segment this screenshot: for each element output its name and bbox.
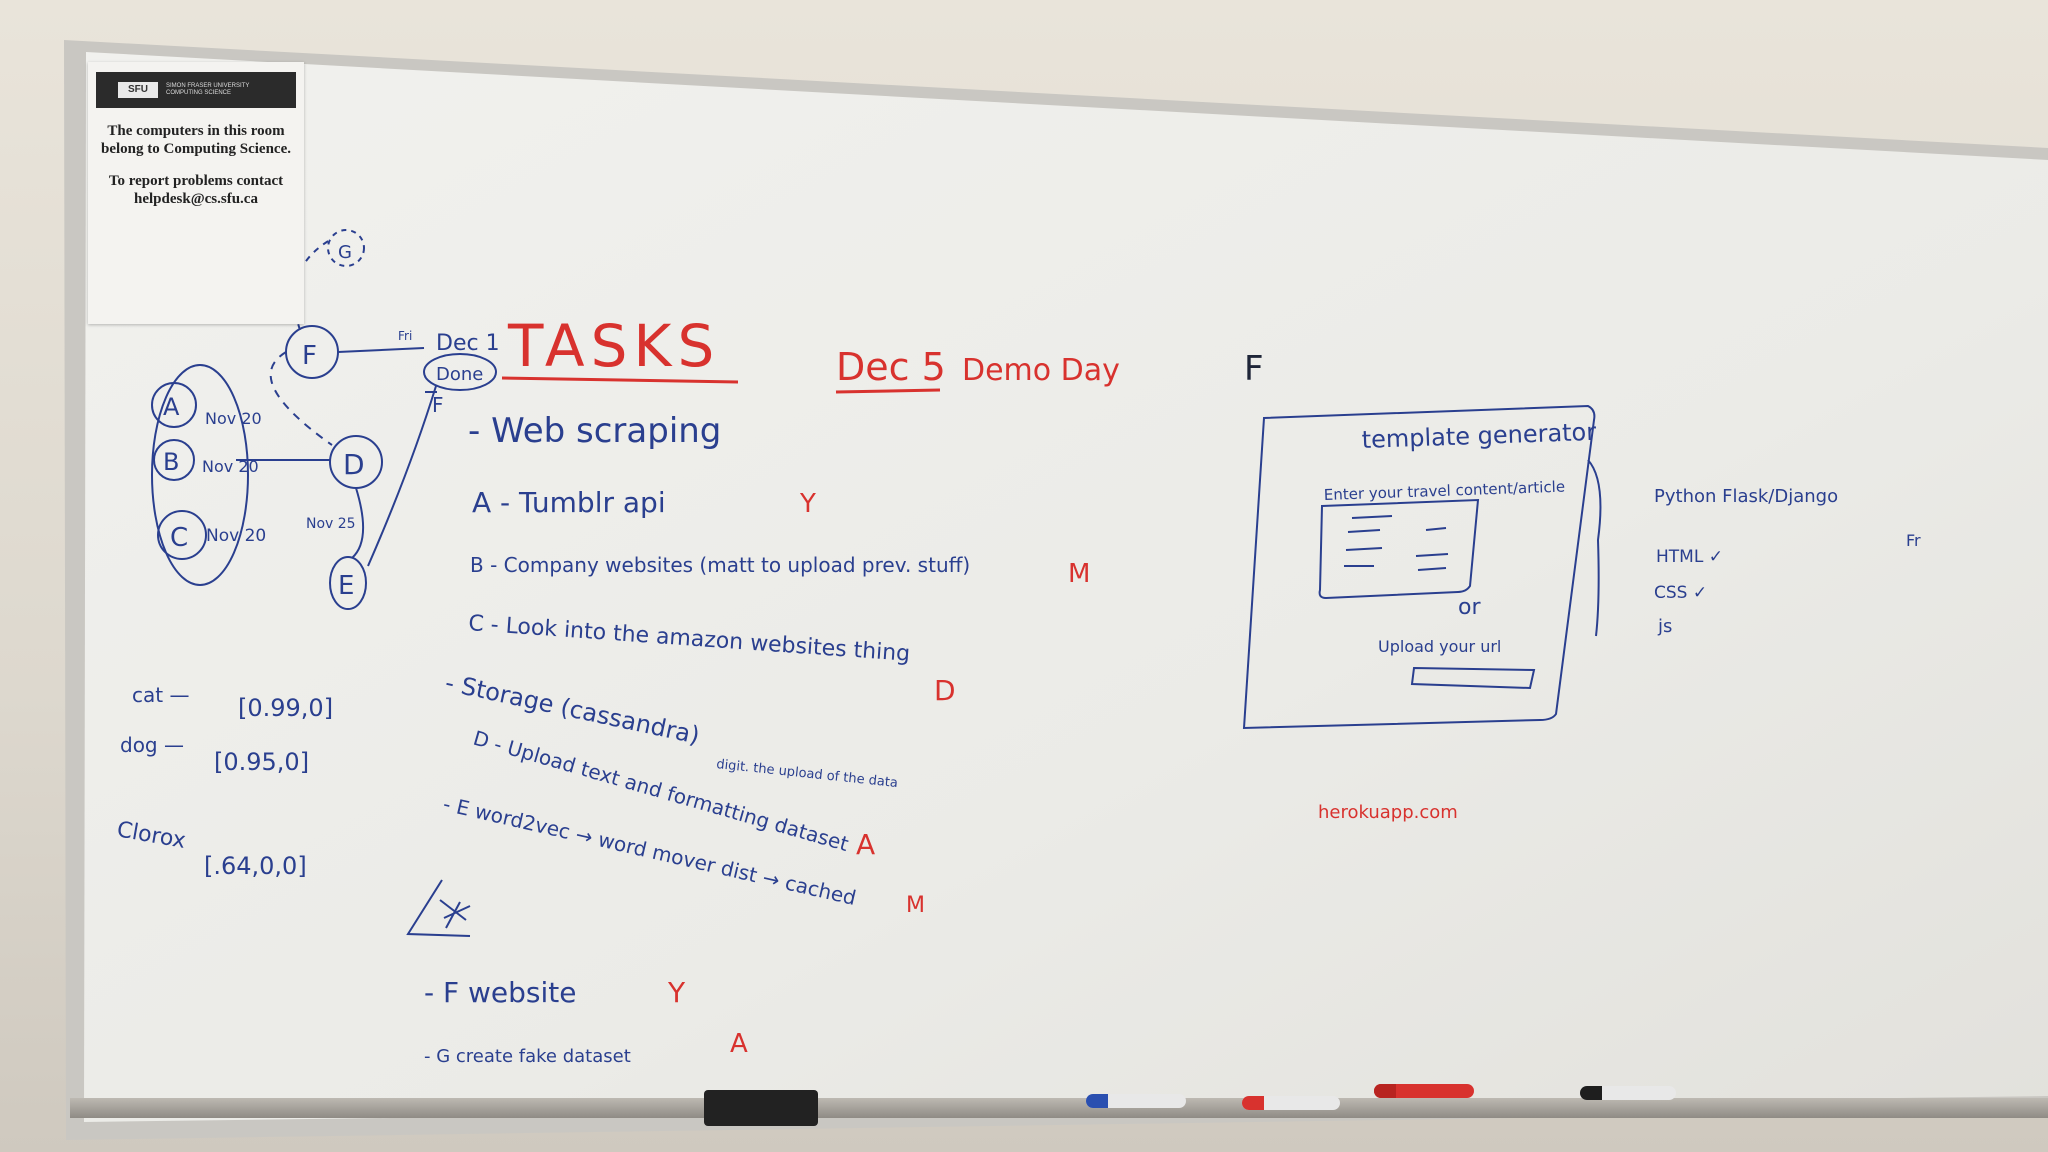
task-e-assignee: M [906,893,925,918]
sfu-logo: SFU SIMON FRASER UNIVERSITY COMPUTING SC… [96,72,296,108]
node-b [153,439,195,481]
blue-marker[interactable] [1086,1094,1186,1108]
done-date: Dec 1 [436,331,500,356]
notice-line-2: To report problems contact helpdesk@cs.s… [108,173,284,207]
notice-line-1: The computers in this room belong to Com… [100,123,291,157]
tasks-heading: TASKS [507,312,720,380]
red-marker-2[interactable] [1374,1084,1474,1098]
node-f-label: F [302,341,317,371]
node-done [423,353,497,391]
node-a-label: A [163,393,180,421]
tech-stack: Python Flask/Django HTML ✓ CSS ✓ js Fr [1654,486,1921,637]
edge-f-done [337,347,425,353]
tasks-underline [501,376,739,384]
vec-dog-value: [0.95,0] [214,748,309,776]
stack-backend: Python Flask/Django [1654,486,1838,507]
task-f: - F website [424,976,576,1009]
red-marker-1[interactable] [1242,1096,1340,1110]
date-b: Nov 20 [202,457,259,476]
vec-cat-label: cat — [132,683,189,707]
demo-label: Demo Day [962,353,1120,388]
vec-dog-label: dog — [120,733,184,757]
task-b-assignee: M [1068,559,1090,589]
task-g: - G create fake dataset [424,1046,631,1067]
stack-css: CSS ✓ [1654,583,1707,603]
node-g [327,229,365,267]
node-b-label: B [163,448,179,476]
node-e [329,556,367,610]
task-c-assignee: D [934,674,956,707]
marker-tray [70,1098,2048,1118]
task-f-assignee: Y [667,976,686,1009]
mockup-textarea [1318,498,1480,600]
task-web-scraping: - Web scraping [468,411,721,451]
heroku-note: herokuapp.com [1318,802,1458,823]
sfu-logo-mark: SFU [118,82,158,98]
node-c [157,510,207,560]
demo-date: Dec 5 [836,345,946,389]
task-g-assignee: A [730,1029,748,1059]
edge-d-e [351,487,365,559]
helpdesk-notice: SFU SIMON FRASER UNIVERSITY COMPUTING SC… [88,62,304,324]
similarity-vectors: cat — [0.99,0] dog — [0.95,0] Clorox [.6… [115,683,333,880]
node-c-label: C [170,523,188,553]
demo-underline [835,388,941,394]
sfu-logo-text: SIMON FRASER UNIVERSITY COMPUTING SCIENC… [166,83,250,96]
edge-e-done [367,385,437,567]
sketch-axes [406,879,471,937]
task-a-assignee: Y [799,489,816,519]
vec-cat-value: [0.99,0] [238,694,333,722]
vec-clorox-value: [.64,0,0] [204,852,307,880]
task-a: A - Tumblr api [472,486,666,519]
node-a [151,382,197,428]
node-g-label: G [338,242,352,263]
date-d: Nov 25 [306,516,356,532]
mockup-url-input [1410,666,1536,690]
group-ellipse [151,364,249,586]
f-mark: F [1244,349,1264,389]
task-b: B - Company websites (matt to upload pre… [470,553,970,577]
date-c: Nov 20 [206,526,266,546]
node-d-label: D [343,448,365,481]
mockup-or: or [1458,595,1481,620]
template-generator-mockup [1242,404,1602,730]
done-node-label: Done [436,364,483,385]
f-branch-label: F [432,393,444,417]
task-d-assignee: A [856,828,875,861]
stack-js: js [1657,616,1672,637]
date-a: Nov 20 [205,409,262,428]
stack-side-mark: Fr [1906,531,1921,550]
stack-html: HTML ✓ [1656,547,1723,567]
black-marker[interactable] [1580,1086,1676,1100]
edge-label: Fri [398,329,412,343]
mockup-url-label: Upload your url [1378,637,1501,656]
eraser[interactable] [704,1090,818,1126]
node-e-label: E [338,571,354,601]
